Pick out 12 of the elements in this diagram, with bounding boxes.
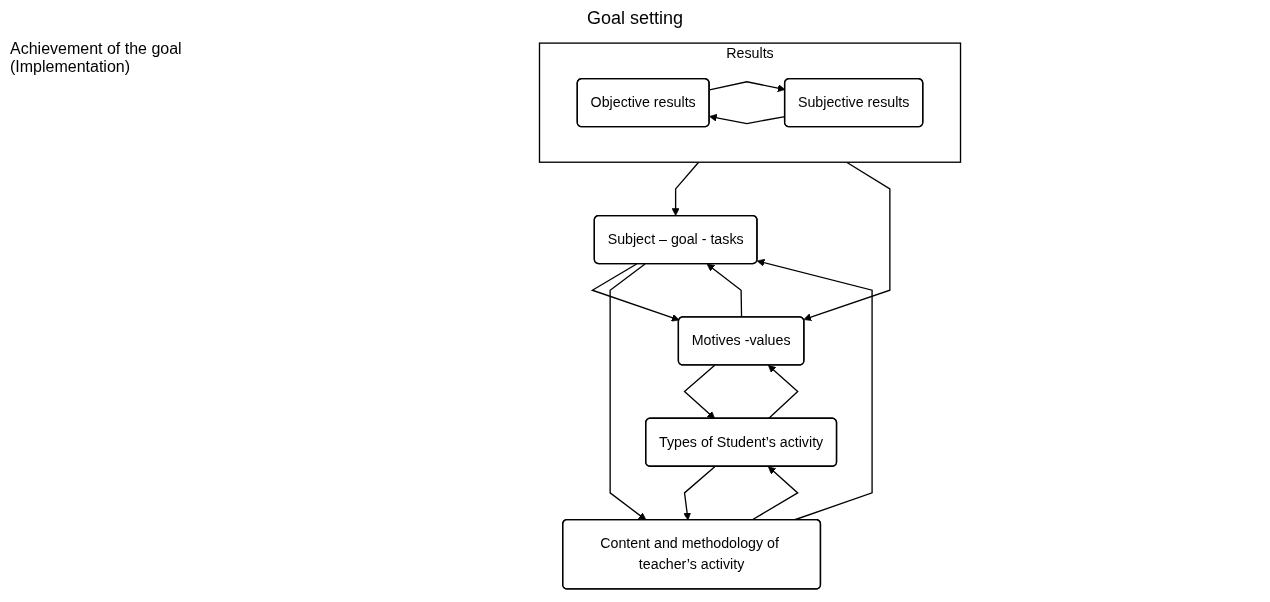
arrow xyxy=(803,161,891,321)
arrow xyxy=(767,365,799,420)
arrow xyxy=(756,258,873,521)
arrow xyxy=(683,466,716,521)
arrow xyxy=(609,263,647,521)
diagram-title: Goal setting xyxy=(585,8,685,29)
arrow xyxy=(671,161,700,216)
arrow xyxy=(706,263,743,318)
arrow xyxy=(590,263,680,322)
arrow xyxy=(751,466,799,521)
arrow xyxy=(683,364,716,419)
section-label: Achievement of the goal (Implementation) xyxy=(10,40,183,76)
